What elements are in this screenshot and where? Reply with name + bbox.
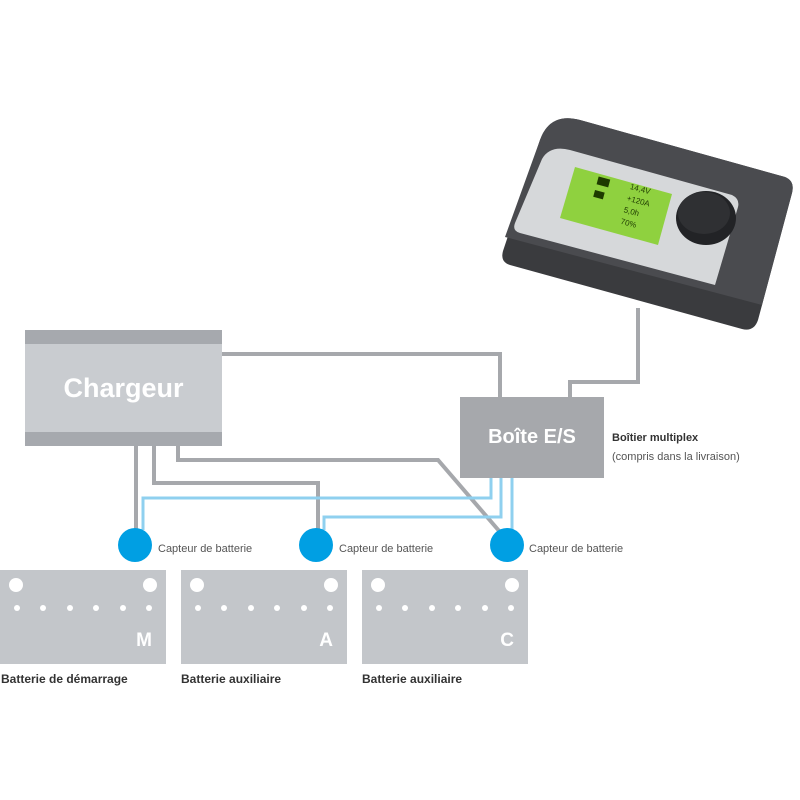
svg-text:70%: 70% bbox=[620, 217, 638, 230]
battery-name: Batterie auxiliaire bbox=[362, 672, 463, 686]
control-display-device: 14,4V +120A 5,0h 70% bbox=[502, 118, 793, 330]
wire-charger-to-box bbox=[222, 352, 502, 397]
charger-box: Chargeur bbox=[25, 330, 222, 446]
battery-m: M bbox=[0, 570, 166, 664]
io-box: Boîte E/S bbox=[460, 397, 604, 478]
svg-text:5,0h: 5,0h bbox=[623, 205, 640, 218]
charger-label: Chargeur bbox=[63, 372, 184, 403]
io-box-title: Boîtier multiplex bbox=[612, 432, 699, 444]
sensor-label: Capteur de batterie bbox=[339, 543, 434, 555]
battery-name: Batterie de démarrage bbox=[1, 672, 128, 686]
sensor-label: Capteur de batterie bbox=[158, 543, 253, 555]
sensor-c bbox=[490, 528, 524, 562]
battery-a: A bbox=[181, 570, 347, 664]
battery-name: Batterie auxiliaire bbox=[181, 672, 282, 686]
wire-charger-to-c bbox=[176, 446, 502, 534]
io-box-label: Boîte E/S bbox=[488, 426, 576, 448]
wire-charger-to-a bbox=[152, 446, 320, 530]
battery-letter: A bbox=[319, 630, 333, 651]
battery-letter: C bbox=[500, 630, 514, 651]
wire-box-to-display bbox=[568, 308, 640, 397]
sensor-m bbox=[118, 528, 152, 562]
lcd-screen bbox=[560, 167, 672, 245]
data-wire-m bbox=[141, 478, 493, 530]
battery-letter: M bbox=[136, 630, 152, 651]
sensor-label: Capteur de batterie bbox=[529, 543, 624, 555]
io-box-note: (compris dans la livraison) bbox=[612, 451, 740, 463]
sensor-a bbox=[299, 528, 333, 562]
data-wire-a bbox=[322, 478, 503, 530]
battery-c: C bbox=[362, 570, 528, 664]
